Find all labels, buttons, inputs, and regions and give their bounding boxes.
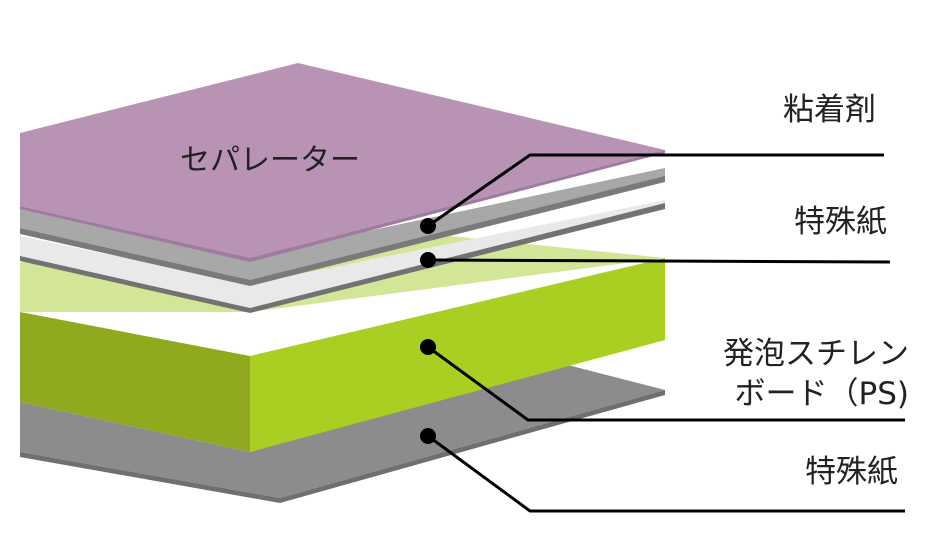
- foam-side-face: [20, 312, 250, 452]
- leader-foam: [427, 345, 905, 422]
- dot-special-paper-top: [420, 252, 436, 268]
- leader-dots: [420, 218, 436, 444]
- adhesive-face: [20, 168, 665, 280]
- leader-special-paper-bottom: [427, 434, 905, 513]
- label-foam-line1: 発泡スチレン: [723, 336, 909, 372]
- dot-adhesive: [420, 218, 436, 234]
- layer-special-paper-top: [20, 200, 665, 313]
- dot-foam: [420, 339, 436, 355]
- label-adhesive: 粘着剤: [783, 92, 876, 128]
- layer-separator: [20, 63, 665, 262]
- leader-lines: [427, 153, 905, 513]
- leader-special-paper-top: [427, 258, 891, 264]
- label-separator: セパレーター: [180, 143, 360, 178]
- top-paper-face: [20, 200, 665, 308]
- separator-face: [20, 63, 665, 258]
- dot-special-paper-bottom: [420, 428, 436, 444]
- label-special-paper-bottom: 特殊紙: [805, 454, 898, 490]
- label-special-paper-top: 特殊紙: [794, 204, 887, 240]
- layer-special-paper-bottom: [20, 363, 665, 503]
- foam-front-face: [250, 258, 665, 452]
- leader-adhesive: [427, 153, 884, 228]
- bottom-paper-top-face: [20, 363, 665, 498]
- label-foam-line2: ボード（PS): [735, 376, 909, 412]
- layer-adhesive: [20, 168, 665, 286]
